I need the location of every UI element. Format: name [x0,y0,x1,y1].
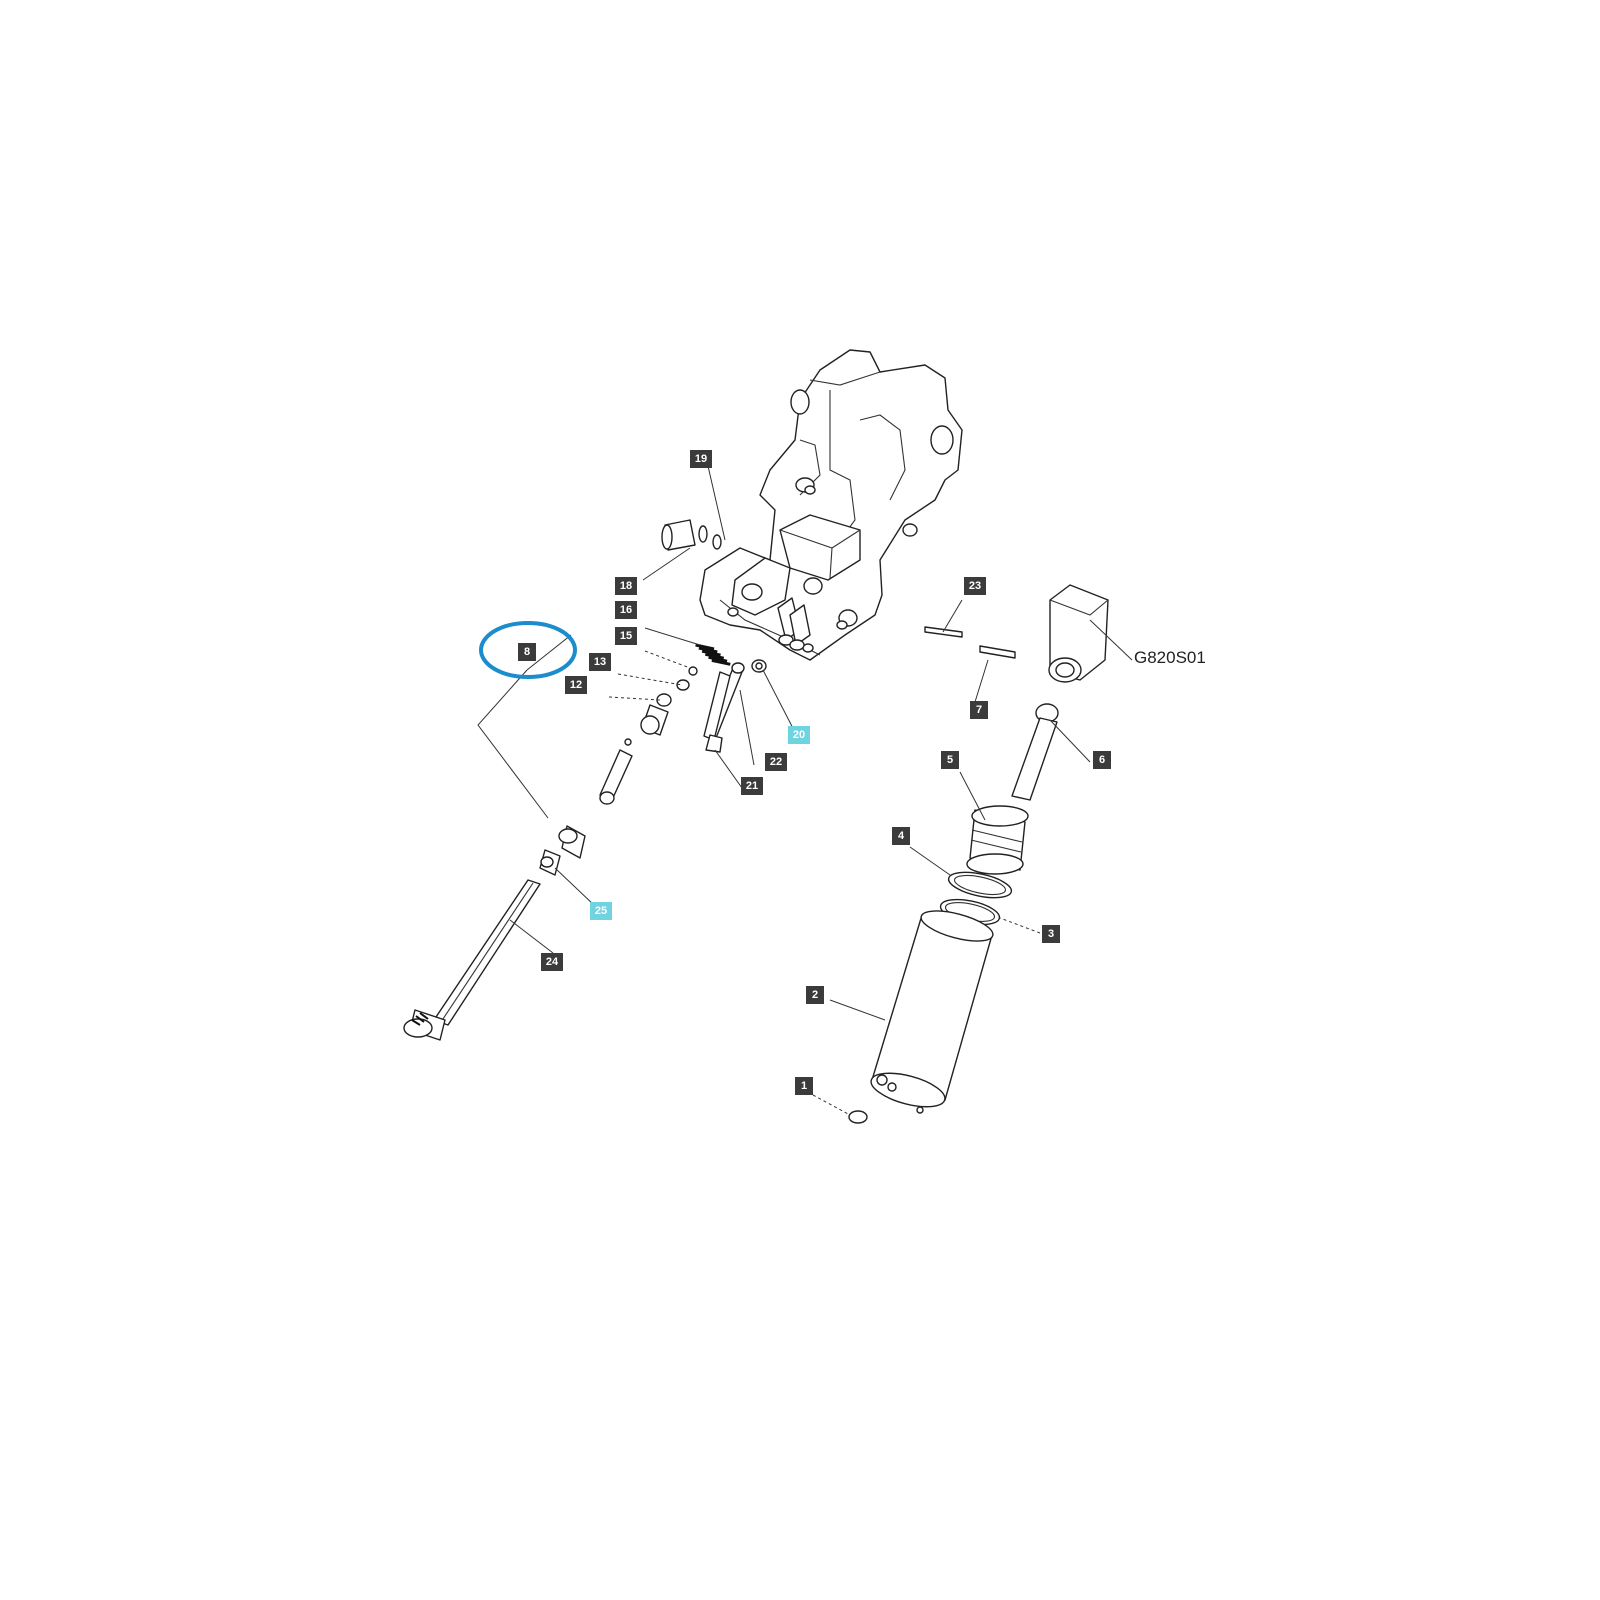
control-shaft-group [403,825,586,1041]
callout-18[interactable]: 18 [615,577,637,595]
plug-assembly [661,519,722,551]
highlight-ring-8 [479,621,577,679]
callout-20[interactable]: 20 [788,726,810,744]
callout-6[interactable]: 6 [1093,751,1111,769]
callout-25[interactable]: 25 [590,902,612,920]
callout-23[interactable]: 23 [964,577,986,595]
callout-12[interactable]: 12 [565,676,587,694]
callout-16[interactable]: 16 [615,601,637,619]
callout-15[interactable]: 15 [615,627,637,645]
callout-24[interactable]: 24 [541,953,563,971]
callout-3[interactable]: 3 [1042,925,1060,943]
callout-2[interactable]: 2 [806,986,824,1004]
callout-7[interactable]: 7 [970,701,988,719]
spring [695,643,731,666]
callout-22[interactable]: 22 [765,753,787,771]
callout-1[interactable]: 1 [795,1077,813,1095]
diagram-reference-label: G820S01 [1134,648,1206,667]
callout-4[interactable]: 4 [892,827,910,845]
lift-housing [699,349,963,661]
callout-19[interactable]: 19 [690,450,712,468]
callout-8[interactable]: 8 [518,643,536,661]
callout-21[interactable]: 21 [741,777,763,795]
callout-13[interactable]: 13 [589,653,611,671]
bolts [703,659,767,753]
spring-and-seals [599,643,731,805]
leader-lines [477,465,1133,1116]
callout-5[interactable]: 5 [941,751,959,769]
cylinder-group [848,584,1109,1124]
